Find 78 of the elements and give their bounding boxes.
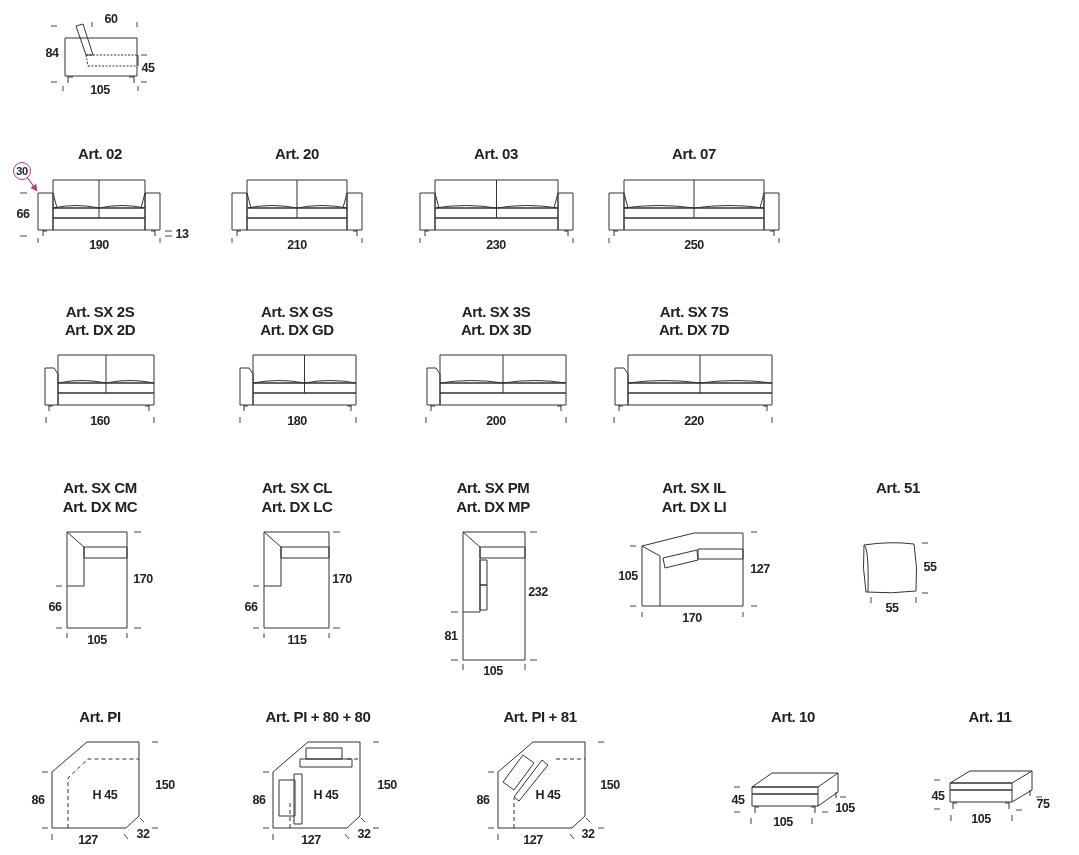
dimension-value: 127	[301, 833, 321, 847]
dimension-value: 75	[1036, 797, 1050, 811]
dimension-value: 170	[332, 572, 352, 586]
model-code: Art. PI + 81	[503, 708, 577, 724]
dimension-value: 190	[89, 238, 109, 252]
model-code: Art. SX CM	[63, 479, 137, 495]
callout-number: 30	[13, 162, 31, 180]
model-code: Art. PI + 80 + 80	[265, 708, 371, 724]
model-code: Art. 02	[78, 145, 122, 161]
dimension-value: 55	[923, 560, 937, 574]
dimension-value: 45	[141, 61, 155, 75]
leader-line	[26, 176, 38, 192]
model-code: Art. DX MP	[456, 498, 530, 514]
model-code: Art. DX LC	[261, 498, 333, 514]
dimension-value: 32	[136, 827, 150, 841]
dimension-value: 105	[835, 801, 855, 815]
model-code: Art. 07	[672, 145, 716, 161]
dimension-value: 220	[684, 414, 704, 428]
dimension-value: 105	[618, 569, 638, 583]
dimension-value: 250	[684, 238, 704, 252]
dimension-value: 55	[885, 601, 899, 615]
dimension-value: 66	[48, 600, 62, 614]
dimension-value: 127	[523, 833, 543, 847]
dimension-value: 210	[287, 238, 307, 252]
dimension-value: 45	[931, 789, 945, 803]
model-code: Art. DX LI	[661, 498, 727, 514]
dimension-value: 81	[444, 629, 458, 643]
dimension-value: H 45	[535, 788, 561, 802]
dimension-value: 160	[90, 414, 110, 428]
dimension-value: 170	[133, 572, 153, 586]
dimension-value: 45	[731, 793, 745, 807]
dimension-value: 200	[486, 414, 506, 428]
dimension-value: 105	[90, 83, 110, 97]
dimension-value: 86	[31, 793, 45, 807]
sofa-drawing	[37, 179, 161, 237]
dimension-value: 32	[357, 827, 371, 841]
model-code: Art. DX 3D	[460, 321, 532, 337]
dimension-value: 105	[971, 812, 991, 826]
dimension-value: 115	[287, 633, 307, 647]
dimension-value: 232	[528, 585, 548, 599]
dimension-value: 105	[483, 664, 503, 678]
dimension-value: 32	[581, 827, 595, 841]
model-code: Art. 11	[968, 708, 1012, 724]
model-code: Art. DX 7D	[658, 321, 730, 337]
dimension-value: 66	[244, 600, 258, 614]
dimension-value: 150	[155, 778, 175, 792]
dimension-value: 127	[78, 833, 98, 847]
dimension-value: 170	[682, 611, 702, 625]
dimension-value: H 45	[313, 788, 339, 802]
dimension-value: 84	[45, 46, 59, 60]
dimension-value: 13	[175, 227, 189, 241]
dimension-value: 230	[486, 238, 506, 252]
dimension-value: 105	[87, 633, 107, 647]
dimension-value: 127	[750, 562, 770, 576]
model-code: Art. SX PM	[456, 479, 530, 495]
dimension-value: 180	[287, 414, 307, 428]
dimension-value: 105	[773, 815, 793, 829]
model-code: Art. DX 2D	[64, 321, 136, 337]
dimension-value: 86	[252, 793, 266, 807]
dimension-value: 150	[600, 778, 620, 792]
dimension-value: 150	[377, 778, 397, 792]
model-code: Art. PI	[79, 708, 121, 724]
model-code: Art. SX 7S	[659, 303, 729, 319]
model-code: Art. 20	[275, 145, 319, 161]
model-code: Art. 10	[771, 708, 815, 724]
dimension-value: 60	[104, 12, 118, 26]
model-code: Art. SX GS	[261, 303, 333, 319]
model-code: Art. SX 3S	[461, 303, 531, 319]
model-code: Art. 51	[876, 479, 920, 495]
model-code: Art. DX GD	[260, 321, 334, 337]
model-code: Art. SX CL	[261, 479, 333, 495]
model-code: Art. 03	[474, 145, 518, 161]
dimension-value: H 45	[92, 788, 118, 802]
model-code: Art. DX MC	[62, 498, 138, 514]
dimension-value: 86	[476, 793, 490, 807]
model-code: Art. SX 2S	[65, 303, 135, 319]
model-code: Art. SX IL	[662, 479, 726, 495]
dimension-value: 66	[16, 207, 30, 221]
